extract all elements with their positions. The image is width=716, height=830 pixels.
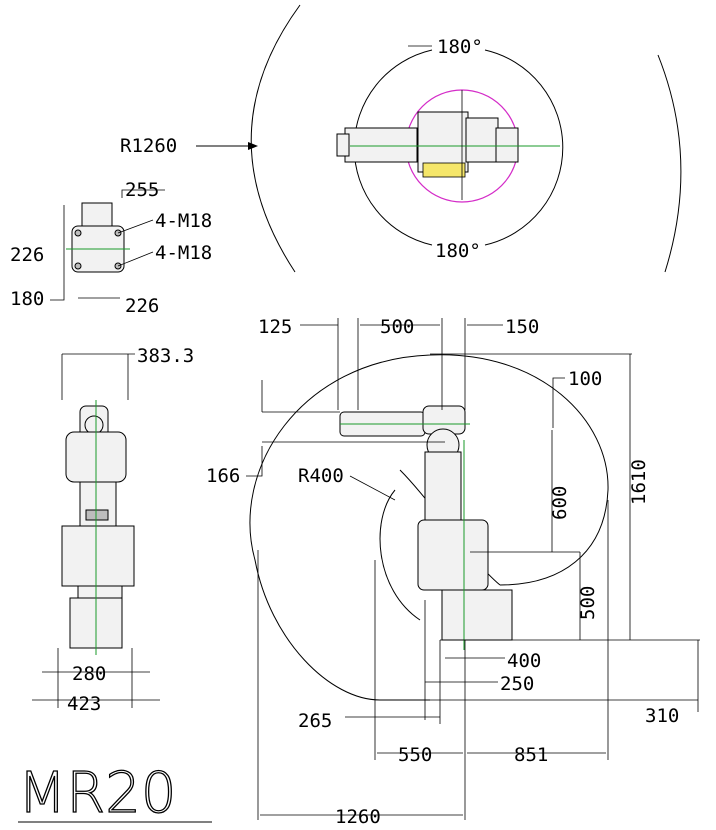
base-310-label: 310 xyxy=(645,705,679,727)
bolt-hole xyxy=(74,229,82,237)
base-250-label: 250 xyxy=(500,673,534,695)
wrist-100-label: 100 xyxy=(568,368,602,390)
height-1610-label: 1610 xyxy=(628,459,650,505)
motor-top xyxy=(495,127,519,163)
reach-500-label: 500 xyxy=(577,586,599,620)
arm-500-label: 500 xyxy=(380,316,414,338)
shoulder-top xyxy=(465,117,499,163)
radius-r400-label: R400 xyxy=(298,465,344,487)
forearm-top xyxy=(344,127,418,163)
base-400-label: 400 xyxy=(507,650,541,672)
tool-flange-top xyxy=(336,133,350,157)
shoulder-housing-side xyxy=(417,519,489,591)
arm-600-label: 600 xyxy=(549,486,571,520)
offset-125-label: 125 xyxy=(258,316,292,338)
reach-1260-label: 1260 xyxy=(335,806,381,828)
width-226-label: 226 xyxy=(125,295,159,317)
leader-166 xyxy=(246,446,263,477)
offset-150-label: 150 xyxy=(505,316,539,338)
leader-255 xyxy=(121,189,165,198)
leader-100 xyxy=(552,377,565,428)
total-width-423-label: 423 xyxy=(67,693,101,715)
base-plate-top xyxy=(81,202,113,228)
height-226-label: 226 xyxy=(10,244,44,266)
leader-bolts-upper xyxy=(117,219,154,234)
bolt-hole xyxy=(74,262,82,270)
nachi-plate xyxy=(85,509,109,521)
turntable-front xyxy=(77,585,123,599)
leader-bolts-lower xyxy=(117,251,154,267)
leader-r400 xyxy=(349,475,396,501)
offset-180-label: 180 xyxy=(10,288,44,310)
reach-851-label: 851 xyxy=(514,744,548,766)
bolts-upper-label: 4-M18 xyxy=(155,210,212,232)
reach-550-label: 550 xyxy=(398,744,432,766)
offset-265-label: 265 xyxy=(298,710,332,732)
offset-166-label: 166 xyxy=(206,465,240,487)
side-view: 125 500 150 100 1610 166 R400 600 500 40… xyxy=(206,316,700,828)
lower-arm-front xyxy=(79,481,117,529)
model-title: MR20 xyxy=(18,761,176,826)
arrow-head xyxy=(248,142,258,150)
base-side xyxy=(441,589,513,641)
outer-reach-arc-right xyxy=(657,54,682,273)
base-mount-view: 255 4-M18 4-M18 226 180 226 xyxy=(10,179,212,317)
radius-r1260-label: R1260 xyxy=(120,135,177,157)
bolts-lower-label: 4-M18 xyxy=(155,242,212,264)
rotation-bottom-label: 180° xyxy=(435,240,481,262)
outer-reach-arc-left xyxy=(250,4,301,273)
flange-front xyxy=(84,415,104,435)
base-width-280-label: 280 xyxy=(72,663,106,685)
rotation-arc-right xyxy=(484,49,564,246)
top-width-383-label: 383.3 xyxy=(137,345,194,367)
side-reach-envelope xyxy=(249,354,609,701)
upper-arm-top xyxy=(417,111,469,173)
front-view: 383.3 280 423 xyxy=(32,345,194,715)
shoulder-front xyxy=(61,525,135,587)
rotation-top-label: 180° xyxy=(437,36,483,58)
top-view: 180° 180° R1260 xyxy=(120,4,682,273)
leader-180 xyxy=(50,285,65,301)
yellow-cable-unit xyxy=(422,162,466,178)
